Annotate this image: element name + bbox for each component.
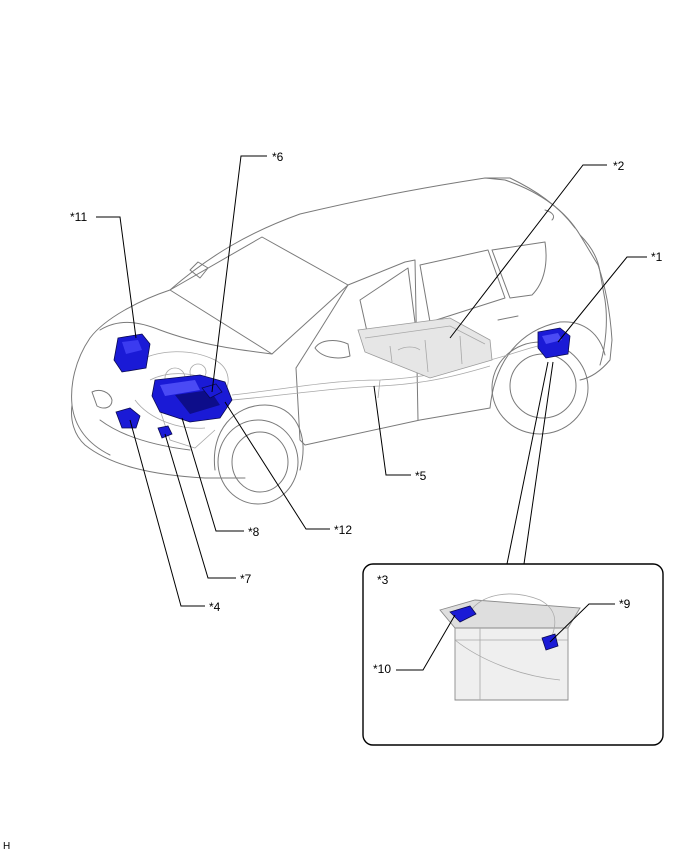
label-9: *9 [619,597,631,611]
vehicle-outline [71,177,613,505]
callout-labels: *1 *2 *3 *4 *5 *6 *7 *8 *9 *10 *11 *12 H [3,150,663,852]
label-7: *7 [240,572,252,586]
label-3: *3 [377,573,389,587]
label-1: *1 [651,250,663,264]
inset-auxiliary-battery [362,563,664,746]
footer-code: H [3,841,10,852]
label-2: *2 [613,159,625,173]
label-10: *10 [373,662,391,676]
leader-lines [96,155,647,671]
label-4: *4 [209,600,221,614]
component-11 [113,333,151,373]
component-1 [537,327,571,359]
label-5: *5 [415,469,427,483]
component-7 [157,425,173,439]
label-6: *6 [272,150,284,164]
component-12 [151,374,233,423]
label-8: *8 [248,525,260,539]
component-4 [115,407,141,429]
label-11: *11 [70,210,87,224]
label-12: *12 [334,523,352,537]
hybrid-battery-pack [357,317,493,379]
